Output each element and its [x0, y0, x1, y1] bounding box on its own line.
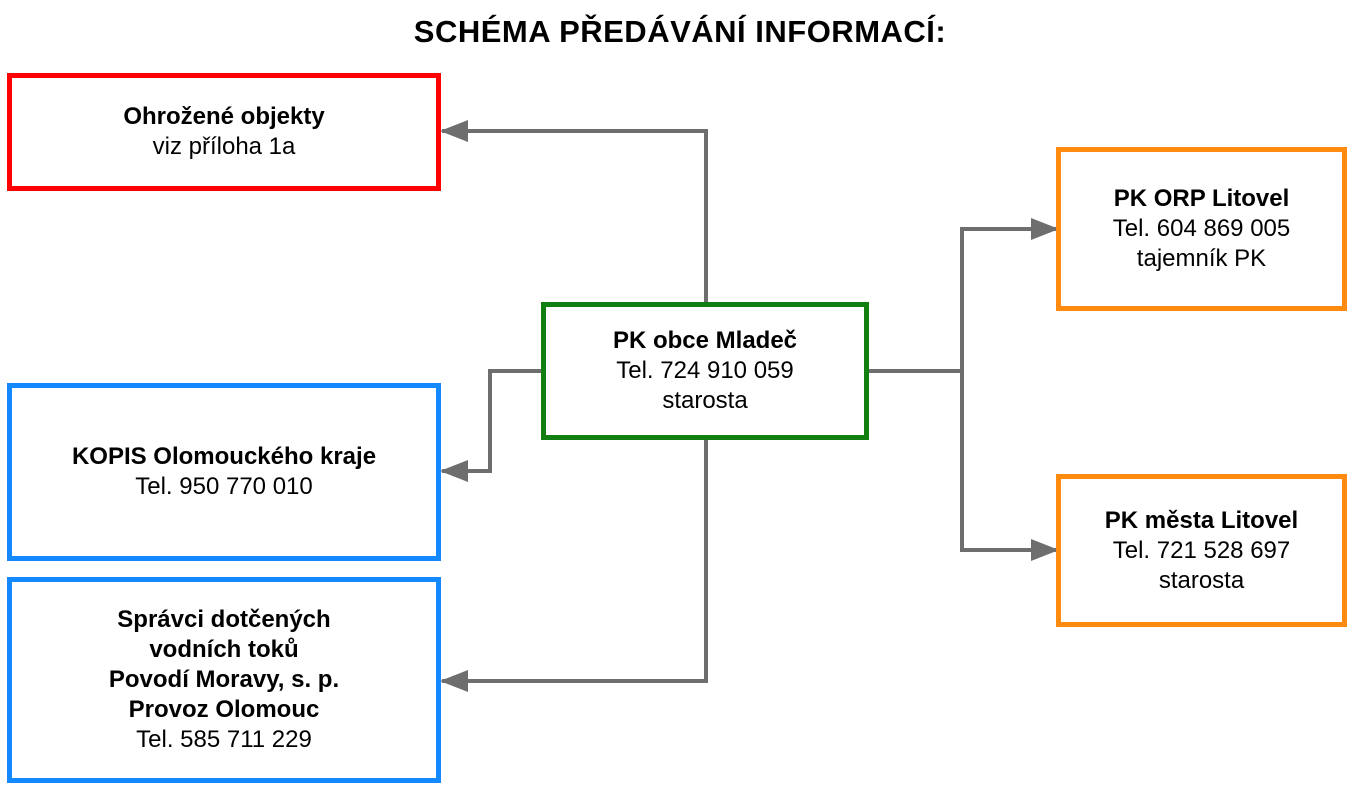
connector-center-to-threatened-objects — [440, 120, 708, 302]
node-city-phone: Tel. 721 528 697 — [1112, 536, 1291, 564]
node-water-authority-line4: Provoz Olomouc — [128, 696, 320, 723]
node-city-name: PK města Litovel — [1104, 506, 1299, 534]
node-threatened-objects-note: viz příloha 1a — [152, 133, 296, 160]
node-center-phone: Tel. 724 910 059 — [616, 357, 794, 384]
node-water-authority-line3: Povodí Moravy, s. p. — [108, 666, 340, 693]
node-orp-phone: Tel. 604 869 005 — [1112, 215, 1291, 242]
node-kopis: KOPIS Olomouckého kraje Tel. 950 770 010 — [7, 383, 441, 561]
connector-center-to-water-authority — [440, 438, 708, 692]
node-center-role: starosta — [662, 387, 748, 414]
node-orp-name: PK ORP Litovel — [1113, 185, 1290, 212]
node-threatened-objects: Ohrožené objekty viz příloha 1a — [7, 73, 441, 191]
node-kopis-phone: Tel. 950 770 010 — [135, 473, 313, 500]
node-kopis-name: KOPIS Olomouckého kraje — [71, 443, 377, 470]
node-water-authority-line2: vodních toků — [149, 636, 299, 663]
connector-branch-to-city-litovel — [960, 371, 1059, 561]
connector-center-to-kopis — [440, 369, 543, 482]
node-city-litovel: PK města Litovel Tel. 721 528 697 staros… — [1056, 474, 1347, 627]
diagram-title: SCHÉMA PŘEDÁVÁNÍ INFORMACÍ: — [413, 14, 947, 49]
node-water-authority-phone: Tel. 585 711 229 — [136, 726, 312, 753]
node-center-mladec: PK obce Mladeč Tel. 724 910 059 starosta — [541, 302, 869, 440]
node-water-authority-line1: Správci dotčených — [117, 606, 331, 633]
connector-branch-to-orp-litovel — [960, 218, 1059, 371]
node-threatened-objects-name: Ohrožené objekty — [123, 103, 325, 130]
node-orp-role: tajemník PK — [1136, 245, 1267, 272]
node-water-authority: Správci dotčených vodních toků Povodí Mo… — [7, 577, 441, 783]
node-orp-litovel: PK ORP Litovel Tel. 604 869 005 tajemník… — [1056, 147, 1347, 311]
node-center-name: PK obce Mladeč — [612, 327, 798, 354]
node-city-role: starosta — [1158, 566, 1245, 594]
